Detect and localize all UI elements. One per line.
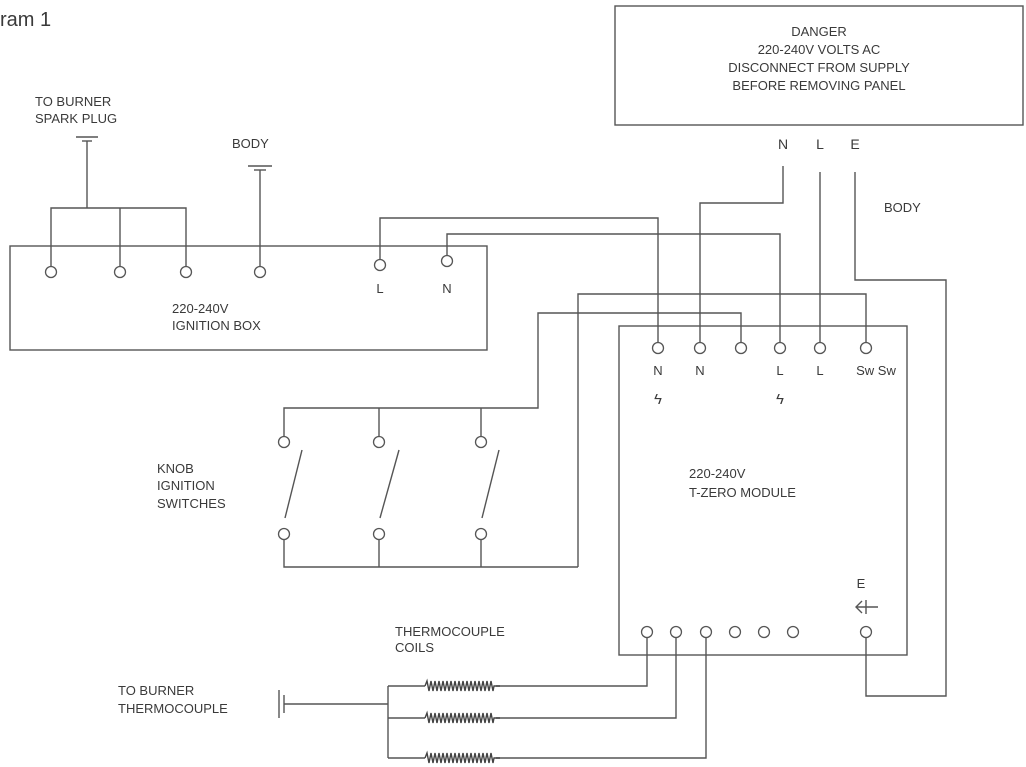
switch-feed-wire xyxy=(283,312,742,437)
knob-switch-1 xyxy=(284,449,303,519)
spark-plug-label-1: TO BURNER xyxy=(35,94,111,109)
switch-2-bottom-terminal xyxy=(372,527,386,541)
switch-1-top-terminal xyxy=(277,435,291,449)
lightning-bolt-icon: ϟ xyxy=(654,391,662,408)
ignition-terminal-3 xyxy=(179,265,193,279)
thermocouple-coil-2 xyxy=(424,710,500,724)
supply-label-n: N xyxy=(778,136,788,152)
thermocouple-label-1: TO BURNER xyxy=(118,683,194,698)
earth-arrow-icon xyxy=(855,600,878,614)
thermocouple-coil-1 xyxy=(424,678,500,692)
thermocouple-wire-2 xyxy=(496,634,677,719)
ignition-terminal-2 xyxy=(113,265,127,279)
thermocouple-coils-label-1: THERMOCOUPLE xyxy=(395,624,505,639)
spark-plug-ground-symbol xyxy=(76,136,98,208)
danger-line-1: DANGER xyxy=(791,24,847,39)
danger-line-2: 220-240V VOLTS AC xyxy=(758,42,881,57)
module-thermocouple-terminal-1 xyxy=(640,625,654,639)
danger-text: DANGER 220-240V VOLTS AC DISCONNECT FROM… xyxy=(728,24,910,93)
module-bottom-terminals xyxy=(640,625,873,639)
knob-switch-2 xyxy=(379,449,400,519)
switch-2-top-terminal xyxy=(372,435,386,449)
supply-label-e: E xyxy=(850,136,859,152)
supply-label-l: L xyxy=(816,136,824,152)
ignition-neutral-wire xyxy=(446,233,781,342)
thermocouple-coils-label-2: COILS xyxy=(395,640,434,655)
knob-label-1: KNOB xyxy=(157,461,194,476)
ignition-box-label-1: 220-240V xyxy=(172,301,229,316)
lightning-bolt-icon: ϟ xyxy=(776,391,784,408)
module-terminal-l2 xyxy=(813,341,827,355)
switch-1-bottom-terminal xyxy=(277,527,291,541)
thermocouple-ground-symbol xyxy=(278,690,388,718)
module-terminal-n2 xyxy=(693,341,707,355)
danger-box xyxy=(614,5,1024,126)
ignition-box-terminals xyxy=(44,254,454,279)
switch-return-wire xyxy=(577,293,867,567)
thermocouple-coil-3 xyxy=(424,750,500,764)
module-terminal-l1 xyxy=(773,341,787,355)
ignition-terminal-l xyxy=(373,258,387,272)
ignition-live-wire xyxy=(379,217,659,342)
spark-plug-label-2: SPARK PLUG xyxy=(35,111,117,126)
module-terminal-label-5: Sw Sw xyxy=(856,363,896,378)
body-ground-symbol xyxy=(248,165,272,268)
knob-label-2: IGNITION xyxy=(157,478,215,493)
body-label-right: BODY xyxy=(884,200,921,215)
ignition-box xyxy=(9,245,488,351)
spark-plug-wire xyxy=(50,207,187,268)
module-label-2: T-ZERO MODULE xyxy=(689,485,796,500)
module-terminal-label-3: L xyxy=(776,363,783,378)
module-label-1: 220-240V xyxy=(689,466,746,481)
module-terminal-n1 xyxy=(651,341,665,355)
module-thermocouple-terminal-5 xyxy=(757,625,771,639)
thermocouple-wire-3 xyxy=(496,634,707,759)
ignition-box-label-2: IGNITION BOX xyxy=(172,318,261,333)
module-terminal-label-1: N xyxy=(653,363,662,378)
module-thermocouple-terminal-4 xyxy=(728,625,742,639)
ignition-terminal-l-label: L xyxy=(376,281,383,296)
module-terminal-label-4: L xyxy=(816,363,823,378)
ignition-terminal-1 xyxy=(44,265,58,279)
module-earth-label: E xyxy=(857,576,866,591)
knob-switch-terminals xyxy=(277,435,488,541)
switch-3-top-terminal xyxy=(474,435,488,449)
danger-line-4: BEFORE REMOVING PANEL xyxy=(732,78,905,93)
supply-neutral-wire xyxy=(699,166,784,342)
earth-wire xyxy=(854,172,947,697)
module-top-terminals xyxy=(651,341,873,355)
ignition-terminal-body xyxy=(253,265,267,279)
knob-label-3: SWITCHES xyxy=(157,496,226,511)
ignition-terminal-n-label: N xyxy=(442,281,451,296)
module-thermocouple-terminal-6 xyxy=(786,625,800,639)
thermocouple-wire-1 xyxy=(496,634,648,687)
knob-switch-3 xyxy=(481,449,500,519)
ignition-terminal-n xyxy=(440,254,454,268)
module-terminal-sw xyxy=(859,341,873,355)
module-terminal-label-2: N xyxy=(695,363,704,378)
module-thermocouple-terminal-2 xyxy=(669,625,683,639)
t-zero-module xyxy=(618,325,908,656)
thermocouple-label-2: THERMOCOUPLE xyxy=(118,701,228,716)
module-earth-terminal xyxy=(859,625,873,639)
switch-3-bottom-terminal xyxy=(474,527,488,541)
danger-line-3: DISCONNECT FROM SUPPLY xyxy=(728,60,910,75)
module-terminal-switch-feed xyxy=(734,341,748,355)
module-thermocouple-terminal-3 xyxy=(699,625,713,639)
diagram-title: ram 1 xyxy=(0,9,51,31)
body-label-left: BODY xyxy=(232,136,269,151)
